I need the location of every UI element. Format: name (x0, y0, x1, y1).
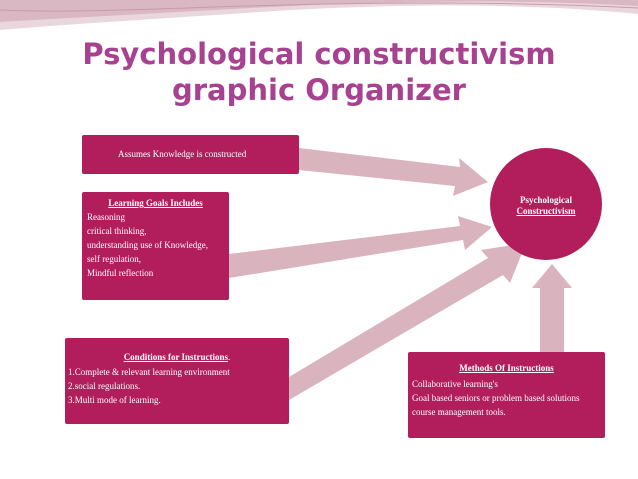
arrow-goals-to-center (229, 216, 492, 278)
condition-item: 1.Complete & relevant learning environme… (68, 367, 230, 377)
goal-item: self regulation, (87, 254, 141, 264)
title-line-1: Psychological constructivism (82, 37, 556, 71)
center-concept-circle: Psychological Constructivism (490, 148, 602, 260)
arrow-knowledge-to-center (299, 148, 488, 196)
goal-item: Mindful reflection (87, 268, 154, 278)
page-title: Psychological constructivism graphic Org… (0, 36, 638, 108)
conditions-heading-suffix: . (228, 352, 231, 362)
condition-item: 2.social regulations. (68, 381, 141, 391)
title-line-2: graphic Organizer (172, 73, 466, 107)
methods-box: Methods Of Instructions Collaborative le… (408, 352, 605, 438)
method-item: Collaborative learning's (412, 379, 498, 389)
knowledge-box: Assumes Knowledge is constructed (82, 135, 299, 174)
methods-heading: Methods Of Instructions (459, 363, 554, 373)
arrow-methods-to-center (532, 264, 572, 352)
goal-item: Reasoning (87, 212, 125, 222)
top-swoosh-decoration (0, 0, 638, 30)
goal-item: critical thinking, (87, 226, 147, 236)
condition-item: 3.Multi mode of learning. (68, 395, 161, 405)
goal-item: understanding use of Knowledge, (87, 240, 208, 250)
knowledge-text: Assumes Knowledge is constructed (118, 149, 247, 159)
method-item: course management tools. (412, 407, 506, 417)
arrow-conditions-to-center (289, 243, 526, 400)
learning-goals-box: Learning Goals Includes Reasoning critic… (82, 192, 229, 300)
conditions-heading: Conditions for Instructions (123, 352, 229, 362)
learning-goals-heading: Learning Goals Includes (108, 198, 203, 208)
conditions-box: Conditions for Instructions. 1.Complete … (65, 338, 289, 424)
center-label-line-1: Psychological (520, 195, 572, 205)
center-label-line-2: Constructivism (516, 206, 576, 216)
conditions-heading-row: Conditions for Instructions. (68, 352, 286, 363)
method-item: Goal based seniors or problem based solu… (412, 393, 580, 403)
